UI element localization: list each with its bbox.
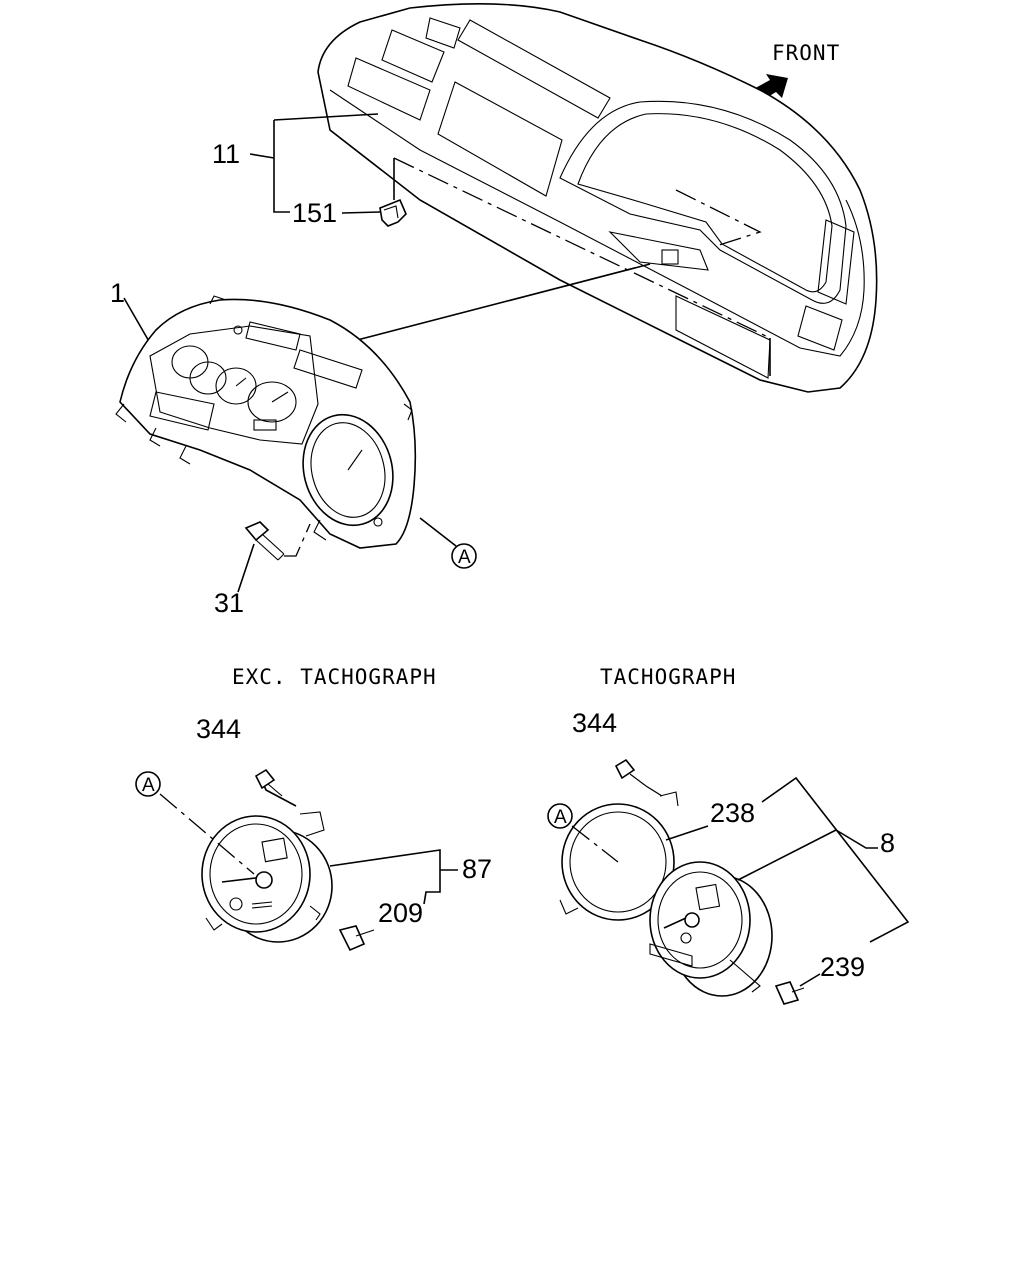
callout-238: 238 — [710, 798, 755, 828]
ref-mark-a-left — [135, 771, 161, 797]
callout-151: 151 — [292, 198, 337, 228]
sensor-209 — [338, 925, 375, 952]
callout-1: 1 — [110, 278, 125, 308]
screw-31 — [244, 521, 311, 561]
ref-mark-a-top — [451, 543, 477, 569]
leader-239 — [799, 973, 821, 987]
callout-209: 209 — [378, 898, 423, 928]
tachograph-meter — [649, 861, 773, 997]
leader-31 — [237, 543, 255, 593]
callout-8: 8 — [880, 828, 895, 858]
ref-mark-a-left-text: A — [142, 775, 155, 796]
speedometer-87 — [201, 811, 333, 943]
callout-31: 31 — [214, 588, 244, 618]
leader-8-bracket — [761, 776, 910, 943]
clip-151 — [379, 198, 407, 227]
leader-8-tick — [835, 829, 878, 849]
instrument-cluster — [115, 295, 417, 549]
callout-11: 11 — [212, 139, 240, 169]
leader-344-right — [645, 785, 663, 797]
leader-a-top — [419, 517, 457, 547]
callout-344-left: 344 — [196, 714, 241, 744]
callout-239: 239 — [820, 952, 865, 982]
leader-8-meter — [737, 829, 837, 881]
leader-238 — [665, 825, 709, 841]
leader-a-right — [571, 825, 619, 863]
callout-344-right: 344 — [572, 708, 617, 738]
ref-mark-a-right — [547, 803, 573, 829]
front-label: FRONT — [772, 41, 840, 65]
ref-mark-a-right-text: A — [554, 807, 567, 828]
callout-87: 87 — [462, 854, 492, 884]
screw-344-left — [254, 768, 283, 797]
dashboard-panel — [317, 3, 878, 393]
ref-mark-a-top-text: A — [458, 547, 471, 568]
section-caption-exc-tachograph: EXC. TACHOGRAPH — [232, 665, 437, 689]
sensor-239 — [774, 981, 805, 1005]
leader-87 — [329, 849, 441, 905]
section-caption-tachograph: TACHOGRAPH — [600, 665, 736, 689]
leader-a-left — [159, 793, 255, 875]
screw-344-right — [614, 758, 647, 787]
